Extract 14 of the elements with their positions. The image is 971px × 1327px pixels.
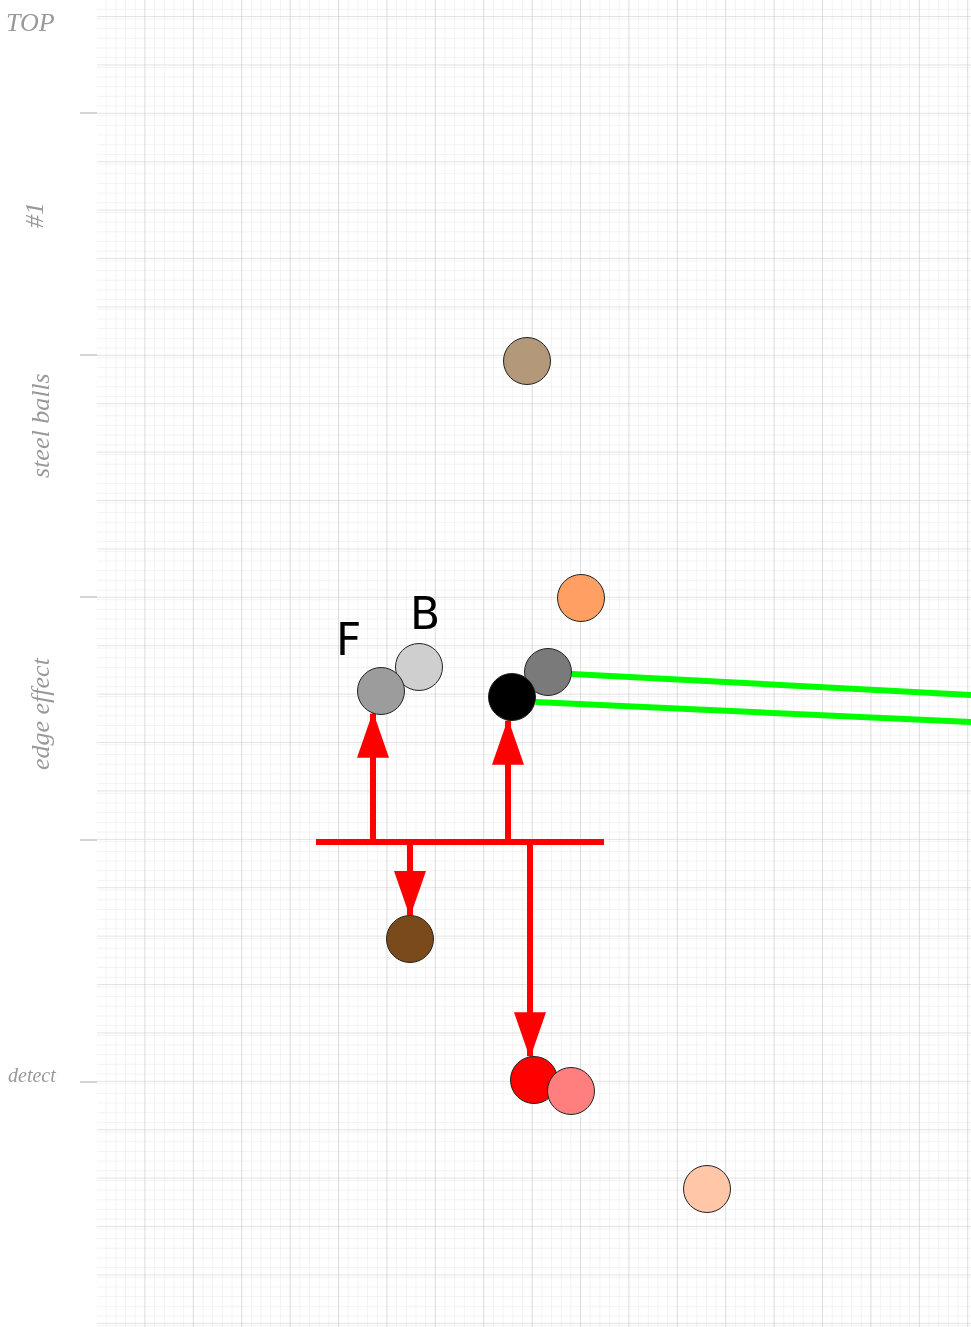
arrow	[394, 845, 426, 917]
handwritten-note: steel balls	[26, 373, 56, 478]
arrow	[492, 718, 524, 839]
line	[571, 671, 971, 698]
arrow	[357, 711, 389, 839]
letter-label: F	[336, 618, 362, 662]
handwritten-note: edge effect	[26, 658, 56, 770]
letter-label: B	[410, 592, 441, 636]
line	[535, 699, 971, 725]
arrow	[514, 845, 546, 1059]
handwritten-note: detect	[8, 1064, 56, 1087]
handwritten-note: TOP	[6, 8, 55, 38]
horizontal-bar	[316, 839, 604, 845]
handwritten-note: #1	[20, 202, 50, 228]
